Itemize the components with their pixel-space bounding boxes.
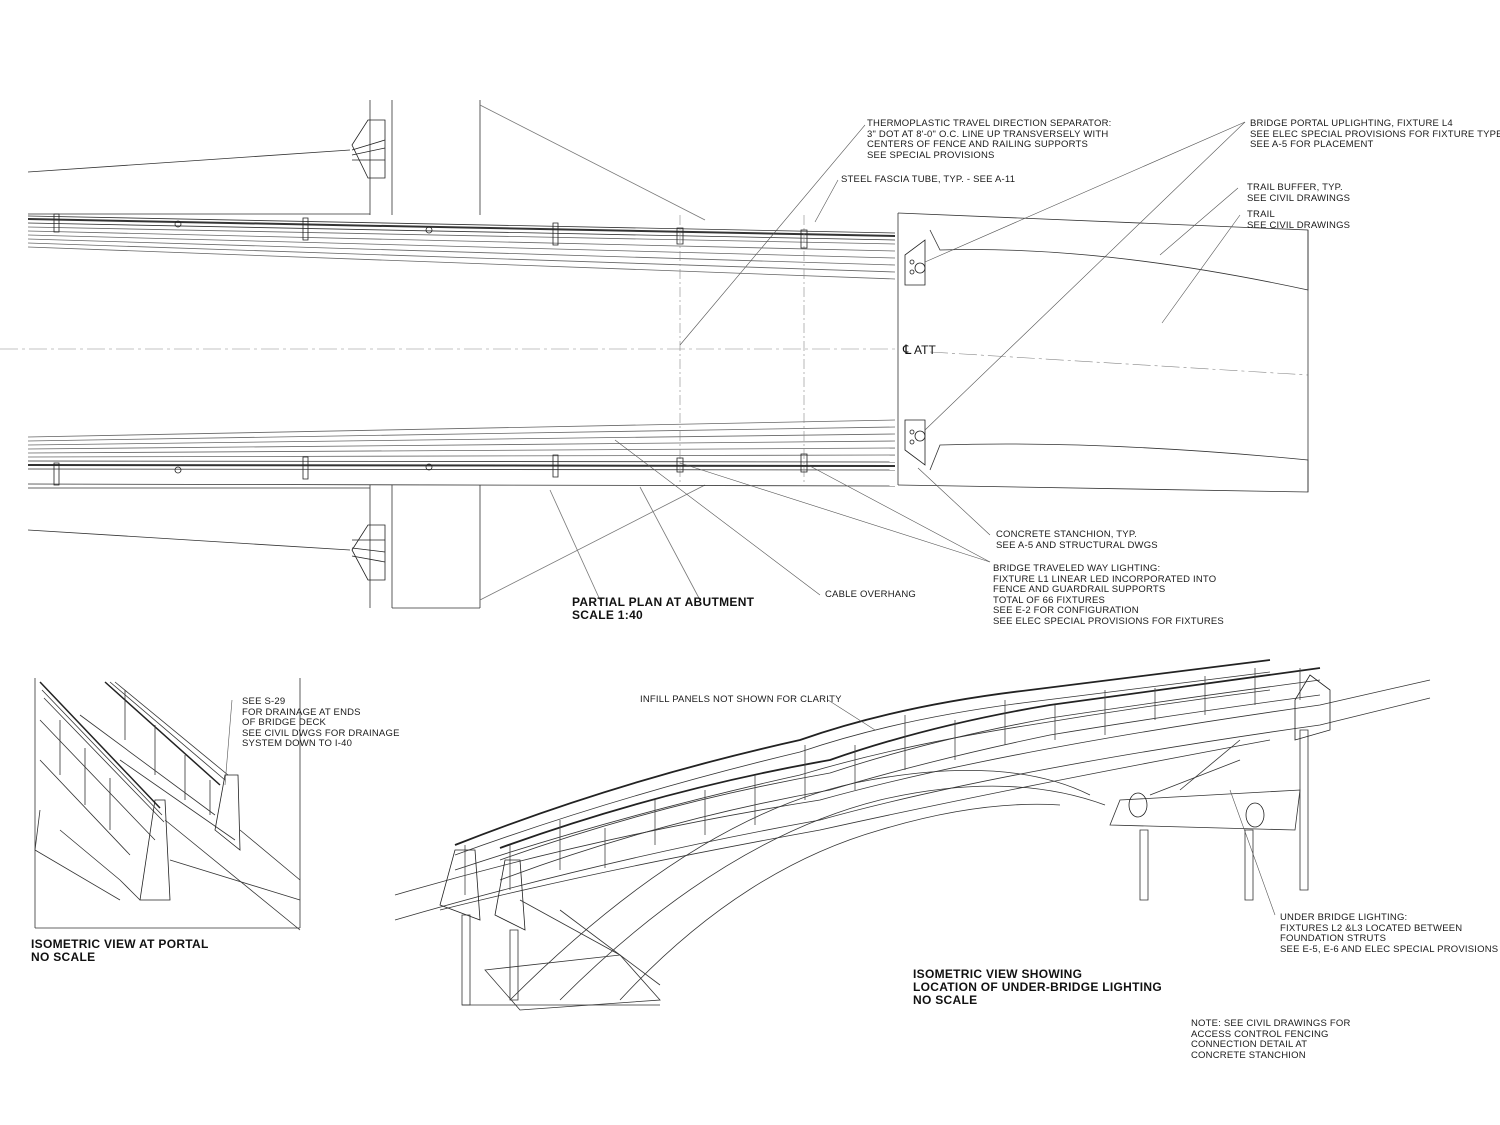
portal-isometric (35, 678, 300, 930)
note-line: TRAIL BUFFER, TYP. (1247, 182, 1343, 193)
note-line: SEE ELEC SPECIAL PROVISIONS FOR FIXTURES (993, 615, 1224, 627)
title-line: PARTIAL PLAN AT ABUTMENT (572, 595, 755, 609)
note-line: SEE E-2 FOR CONFIGURATION (993, 605, 1139, 616)
title-line: NO SCALE (913, 993, 978, 1007)
title-line: ISOMETRIC VIEW AT PORTAL (31, 937, 209, 951)
note-line: BRIDGE PORTAL UPLIGHTING, FIXTURE L4 (1250, 118, 1453, 129)
note-line: SEE ELEC SPECIAL PROVISIONS FOR FIXTURE … (1250, 128, 1500, 140)
note-line: CONNECTION DETAIL AT (1191, 1039, 1308, 1050)
upper-rail-bundle (28, 216, 895, 279)
centerline-symbol: ℄ (903, 342, 912, 357)
note-line: TRAIL (1247, 209, 1275, 220)
general-note: NOTE: SEE CIVIL DRAWINGS FOR ACCESS CONT… (1191, 1018, 1351, 1061)
note-line: SEE SPECIAL PROVISIONS (867, 149, 995, 161)
note-line: SEE A-5 FOR PLACEMENT (1250, 139, 1374, 150)
note-line: UNDER BRIDGE LIGHTING: (1280, 912, 1408, 923)
note-line: FIXTURE L1 LINEAR LED INCORPORATED INTO (993, 573, 1217, 585)
note-line: ACCESS CONTROL FENCING (1191, 1028, 1329, 1040)
note-separator: THERMOPLASTIC TRAVEL DIRECTION SEPARATOR… (867, 118, 1112, 161)
fence-supports (54, 214, 807, 485)
iso-title: ISOMETRIC VIEW SHOWING LOCATION OF UNDER… (913, 968, 1162, 1007)
bridge-isometric (225, 660, 1430, 1010)
note-traveled-way: BRIDGE TRAVELED WAY LIGHTING: FIXTURE L1… (993, 563, 1224, 627)
note-under-lighting: UNDER BRIDGE LIGHTING: FIXTURES L2 &L3 L… (1280, 912, 1499, 955)
note-line: INFILL PANELS NOT SHOWN FOR CLARITY (640, 694, 842, 705)
note-fascia: STEEL FASCIA TUBE, TYP. - SEE A-11 (841, 174, 1016, 186)
note-line: SEE CIVIL DWGS FOR DRAINAGE (242, 727, 400, 739)
bridge-posts (465, 668, 1300, 895)
note-line: CENTERS OF FENCE AND RAILING SUPPORTS (867, 139, 1089, 150)
note-infill: INFILL PANELS NOT SHOWN FOR CLARITY (640, 694, 842, 706)
note-line: SEE A-5 AND STRUCTURAL DWGS (996, 539, 1158, 551)
title-line: LOCATION OF UNDER-BRIDGE LIGHTING (913, 980, 1162, 994)
lower-rail-bundle (28, 420, 895, 486)
iso-leaders (225, 700, 1275, 915)
plan-view (0, 100, 1308, 608)
centerline-label: ℄ ATT (903, 342, 936, 358)
title-line: SCALE 1:40 (572, 608, 644, 622)
note-line: BRIDGE TRAVELED WAY LIGHTING: (993, 563, 1161, 574)
plan-title: PARTIAL PLAN AT ABUTMENT SCALE 1:40 (572, 596, 754, 622)
note-line: SYSTEM DOWN TO I-40 (242, 738, 353, 749)
title-line: ISOMETRIC VIEW SHOWING (913, 967, 1083, 981)
note-line: FOR DRAINAGE AT ENDS (242, 706, 361, 718)
plan-leaders (615, 122, 1245, 595)
note-line: CONCRETE STANCHION, TYP. (996, 529, 1137, 540)
note-line: CONCRETE STANCHION (1191, 1049, 1306, 1061)
note-line: SEE CIVIL DRAWINGS (1247, 219, 1351, 231)
note-drainage: SEE S-29 FOR DRAINAGE AT ENDS OF BRIDGE … (242, 696, 400, 750)
note-line: FOUNDATION STRUTS (1280, 933, 1387, 944)
note-line: FENCE AND GUARDRAIL SUPPORTS (993, 584, 1166, 595)
note-line: CABLE OVERHANG (825, 589, 916, 600)
note-line: OF BRIDGE DECK (242, 717, 327, 728)
title-line: NO SCALE (31, 950, 96, 964)
note-line: SEE CIVIL DRAWINGS (1247, 192, 1351, 204)
note-line: SEE S-29 (242, 696, 286, 707)
note-line: FIXTURES L2 &L3 LOCATED BETWEEN (1280, 922, 1463, 934)
note-line: THERMOPLASTIC TRAVEL DIRECTION SEPARATOR… (867, 118, 1112, 129)
note-line: SEE E-5, E-6 AND ELEC SPECIAL PROVISIONS (1280, 943, 1499, 955)
portal-title: ISOMETRIC VIEW AT PORTAL NO SCALE (31, 938, 209, 964)
centerline-text: ATT (914, 343, 936, 357)
note-trail: TRAIL SEE CIVIL DRAWINGS (1247, 209, 1351, 231)
note-line: NOTE: SEE CIVIL DRAWINGS FOR (1191, 1018, 1351, 1029)
note-cable-overhang: CABLE OVERHANG (825, 589, 916, 601)
note-line: 3" DOT AT 8'-0" O.C. LINE UP TRANSVERSEL… (867, 128, 1109, 140)
note-uplighting: BRIDGE PORTAL UPLIGHTING, FIXTURE L4 SEE… (1250, 118, 1500, 151)
note-stanchion: CONCRETE STANCHION, TYP. SEE A-5 AND STR… (996, 529, 1158, 551)
note-trail-buffer: TRAIL BUFFER, TYP. SEE CIVIL DRAWINGS (1247, 182, 1351, 204)
note-line: TOTAL OF 66 FIXTURES (993, 594, 1106, 606)
note-line: STEEL FASCIA TUBE, TYP. - SEE A-11 (841, 174, 1016, 185)
